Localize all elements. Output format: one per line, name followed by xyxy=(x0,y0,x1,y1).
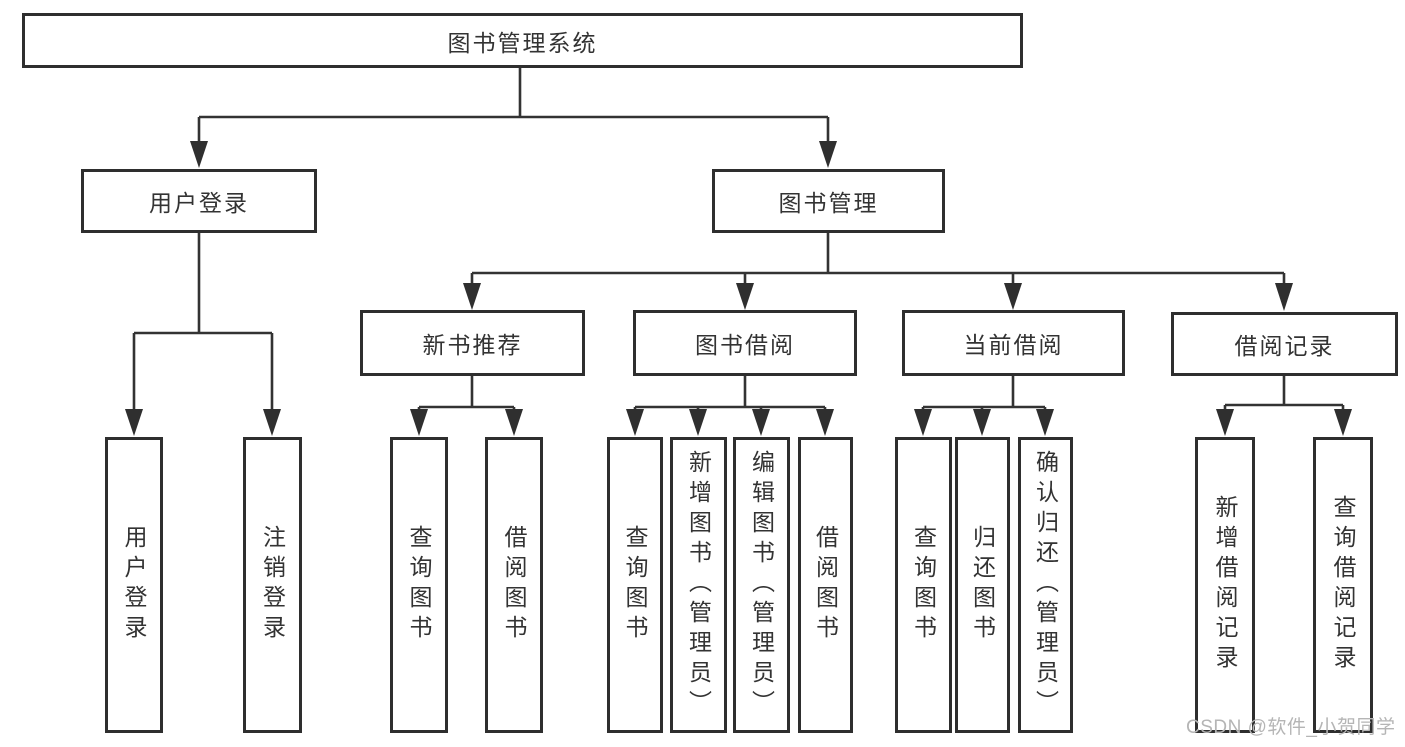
node-new-book-recommend-label: 新书推荐 xyxy=(422,332,523,358)
leaf-query-books-recommend-label: 查询图书 xyxy=(406,525,432,645)
leaf-add-borrow-record: 新增借阅记录 xyxy=(1195,437,1255,733)
node-root: 图书管理系统 xyxy=(22,13,1023,68)
edge-borrow-records-to-leaves xyxy=(1216,376,1352,436)
node-root-label: 图书管理系统 xyxy=(447,29,598,56)
node-current-borrow-label: 当前借阅 xyxy=(963,332,1064,358)
leaf-logout: 注销登录 xyxy=(243,437,302,733)
node-borrow-records-label: 借阅记录 xyxy=(1234,333,1335,359)
leaf-borrow-books-recommend-label: 借阅图书 xyxy=(501,525,527,645)
edge-root-to-level1 xyxy=(190,68,837,168)
leaf-edit-book-admin-label: 编辑图书（管理员） xyxy=(748,450,775,720)
leaf-edit-book-admin: 编辑图书（管理员） xyxy=(733,437,790,733)
node-current-borrow: 当前借阅 xyxy=(902,310,1125,376)
leaf-return-book-label: 归还图书 xyxy=(969,525,996,645)
edge-book-management-to-level2 xyxy=(463,233,1293,311)
leaf-query-books-current: 查询图书 xyxy=(895,437,952,733)
edge-book-borrow-to-leaves xyxy=(626,376,834,436)
leaf-query-books-borrow: 查询图书 xyxy=(607,437,663,733)
leaf-query-books-current-label: 查询图书 xyxy=(910,525,937,645)
leaf-add-borrow-record-label: 新增借阅记录 xyxy=(1212,495,1238,675)
edge-new-book-to-leaves xyxy=(410,376,523,436)
node-book-borrow: 图书借阅 xyxy=(633,310,857,376)
leaf-query-borrow-record: 查询借阅记录 xyxy=(1313,437,1373,733)
node-borrow-records: 借阅记录 xyxy=(1171,312,1398,376)
leaf-borrow-books-recommend: 借阅图书 xyxy=(485,437,543,733)
node-book-borrow-label: 图书借阅 xyxy=(695,332,795,358)
leaf-user-login: 用户登录 xyxy=(105,437,163,733)
leaf-add-book-admin-label: 新增图书（管理员） xyxy=(685,450,712,720)
leaf-logout-label: 注销登录 xyxy=(259,525,286,645)
leaf-confirm-return-admin-label: 确认归还（管理员） xyxy=(1032,450,1059,720)
csdn-watermark: CSDN @软件_小贺同学 xyxy=(1186,717,1396,738)
leaf-add-book-admin: 新增图书（管理员） xyxy=(670,437,727,733)
node-new-book-recommend: 新书推荐 xyxy=(360,310,585,376)
leaf-borrow-books-borrow: 借阅图书 xyxy=(798,437,853,733)
node-book-management: 图书管理 xyxy=(712,169,945,233)
leaf-return-book: 归还图书 xyxy=(955,437,1010,733)
node-user-login: 用户登录 xyxy=(81,169,317,233)
leaf-confirm-return-admin: 确认归还（管理员） xyxy=(1018,437,1073,733)
leaf-query-borrow-record-label: 查询借阅记录 xyxy=(1330,495,1356,675)
node-book-management-label: 图书管理 xyxy=(778,190,879,216)
edge-user-login-to-leaves xyxy=(125,233,281,436)
edge-current-borrow-to-leaves xyxy=(914,376,1054,436)
leaf-query-books-recommend: 查询图书 xyxy=(390,437,448,733)
leaf-user-login-label: 用户登录 xyxy=(121,525,147,645)
leaf-borrow-books-borrow-label: 借阅图书 xyxy=(812,525,839,645)
leaf-query-books-borrow-label: 查询图书 xyxy=(622,525,648,645)
node-user-login-label: 用户登录 xyxy=(149,190,249,216)
